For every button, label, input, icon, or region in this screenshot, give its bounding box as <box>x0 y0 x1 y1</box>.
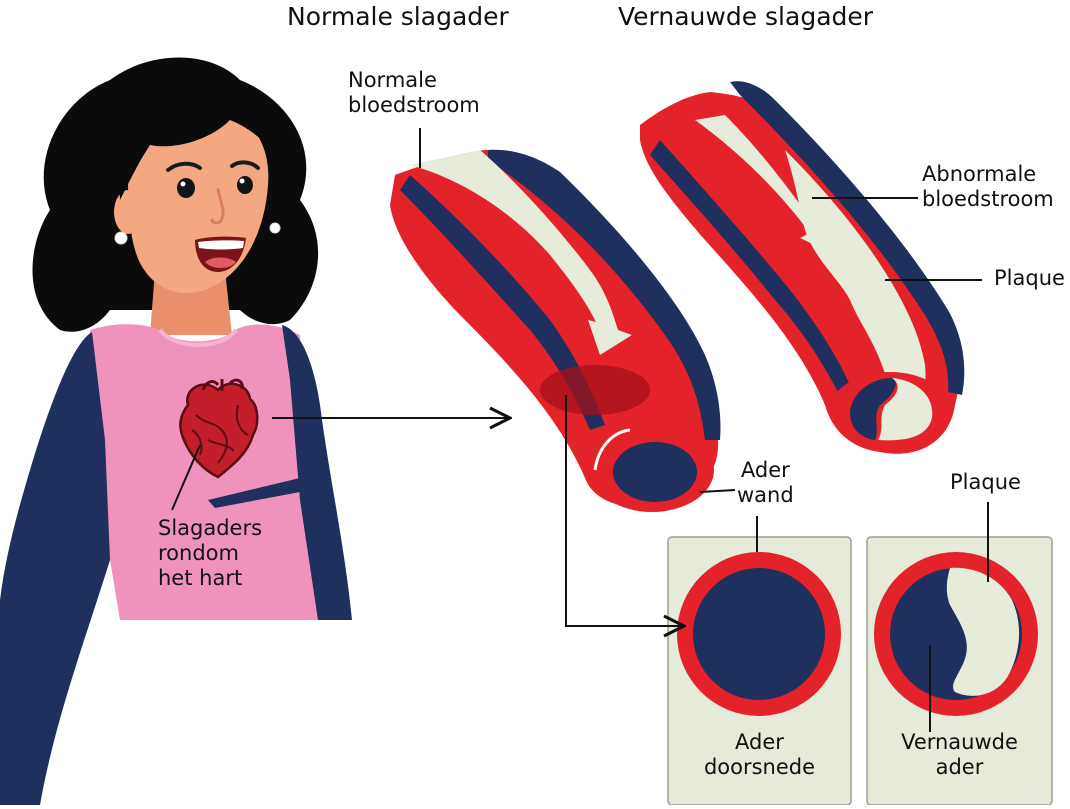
label-abnormal-flow-line2: bloedstroom <box>922 186 1054 211</box>
label-cross-section-line1: Ader <box>735 730 784 754</box>
right-sleeve <box>282 325 352 620</box>
title-normal-artery: Normale slagader <box>287 2 509 31</box>
abnormal-flow-arrow <box>695 115 828 250</box>
normal-flow-arrow <box>410 150 632 355</box>
label-plaque-top: Plaque <box>994 266 1065 290</box>
woman-illustration-icon <box>0 57 352 805</box>
label-normal-flow-line1: Normale <box>348 68 437 92</box>
title-narrowed-artery: Vernauwde slagader <box>618 2 874 31</box>
narrowed-artery <box>640 81 965 454</box>
label-heart-arteries-line1: Slagaders <box>158 516 263 540</box>
label-narrowed-vessel-line2: ader <box>935 754 984 779</box>
label-plaque-box: Plaque <box>950 470 1021 494</box>
earring-right <box>269 222 281 234</box>
label-narrowed-vessel-line1: Vernauwde <box>901 730 1018 754</box>
hair-bangs <box>119 92 290 200</box>
label-heart-arteries-line3: het hart <box>158 565 243 590</box>
label-cross-section-line2: doorsnede <box>703 754 816 779</box>
left-sleeve <box>0 332 110 805</box>
cross-section-arrow <box>565 395 684 626</box>
label-normal-flow-line2: bloedstroom <box>348 92 480 117</box>
normal-artery <box>390 149 721 512</box>
heart-icon <box>179 378 259 479</box>
label-normal-flow: Normale bloedstroom <box>348 68 480 118</box>
label-vessel-wall-line1: Ader <box>740 458 790 482</box>
label-heart-arteries: Slagaders rondom het hart <box>158 516 262 590</box>
plaque-layer <box>785 150 926 432</box>
label-heart-arteries-line2: rondom <box>158 540 239 565</box>
label-abnormal-flow: Abnormale bloedstroom <box>922 162 1054 212</box>
label-cross-section: Ader doorsnede <box>668 730 851 780</box>
earring-left <box>114 231 128 245</box>
label-vessel-wall: Ader wand <box>737 458 794 508</box>
label-narrowed-vessel: Vernauwde ader <box>867 730 1052 780</box>
label-vessel-wall-line2: wand <box>737 482 794 507</box>
label-abnormal-flow-line1: Abnormale <box>922 162 1037 186</box>
